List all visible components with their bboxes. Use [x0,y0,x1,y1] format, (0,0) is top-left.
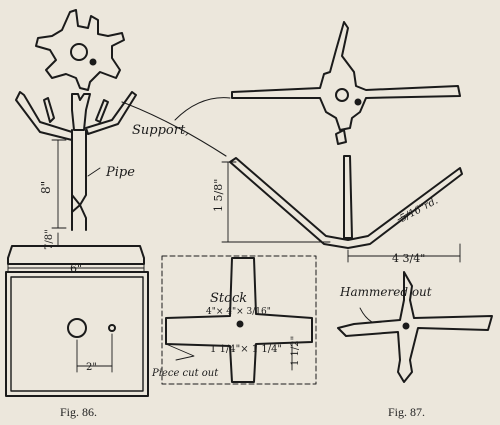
fig87-stock-diagram [161,255,317,385]
fig87-dimensions [121,97,461,263]
height-label: 1 5/8" [212,179,225,212]
hammered-out-label: Hammered out [339,285,432,299]
base-thickness-label: 7/8" [44,229,55,250]
piece-cut-out-label: Piece cut out [151,368,219,379]
pipe-label: Pipe [105,165,135,180]
fig86-dimensions [7,139,145,373]
fig86-support-arms [15,91,137,141]
pipe-length-label: 8" [39,181,53,194]
fig86-caption: Fig. 86. [60,405,97,419]
fig87-caption: Fig. 87. [388,405,425,419]
base-width-label: 6" [70,262,82,275]
half-span-label: 4 3/4" [392,252,425,265]
hole-spacing-label: 2" [86,362,97,373]
stock-size-label: 4"× 4"× 3/16" [206,307,271,317]
fig87-cross-top [231,21,461,145]
fig86-cross-plate [35,9,125,91]
arm-width-label: 1 1/2" [290,336,301,366]
fig87-v-support [229,155,463,249]
fig87-hammered-cross [337,271,493,383]
support-label: Support, [132,123,189,138]
fig86-pipe [71,129,87,231]
cut-size-label: 1 1/4"× 1 1/4" [210,344,282,355]
stock-label: Stock [210,291,247,306]
